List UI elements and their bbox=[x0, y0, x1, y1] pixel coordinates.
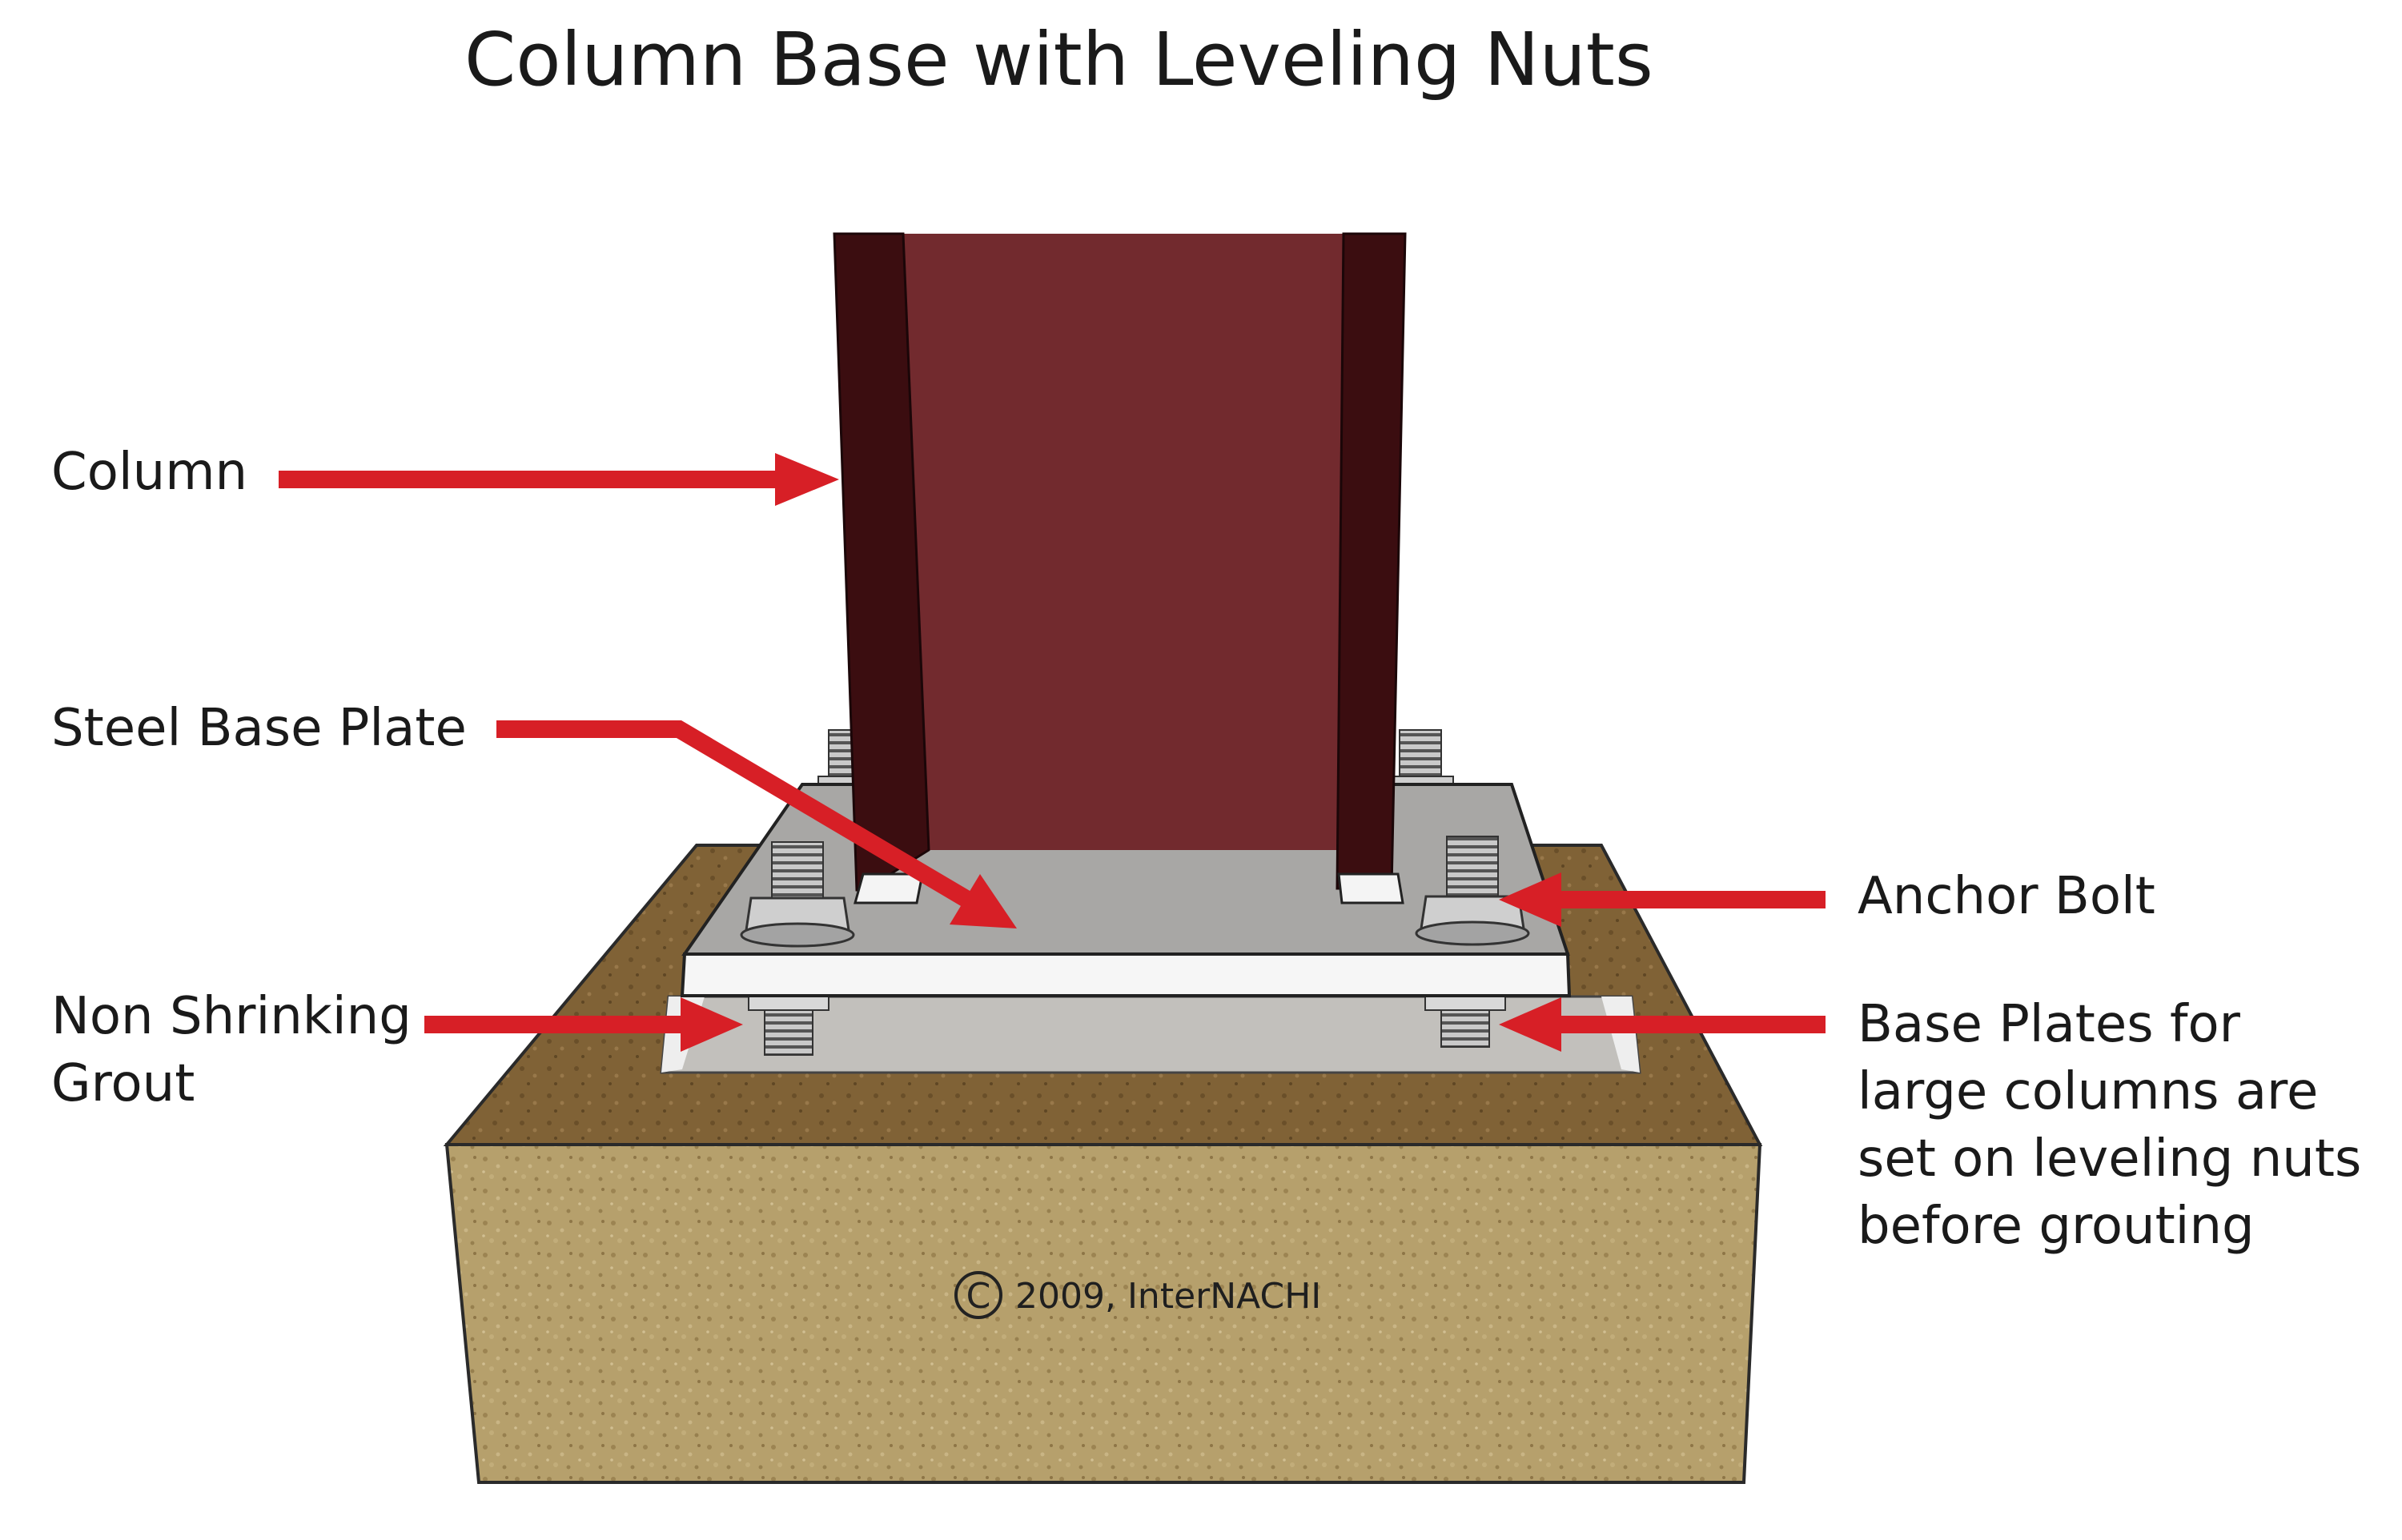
anchor-bolt-front-right bbox=[1415, 836, 1530, 946]
label-column: Column bbox=[51, 439, 247, 506]
arrow-anchor-bolt bbox=[1499, 872, 1826, 927]
copyright-symbol-icon bbox=[954, 1271, 1002, 1319]
label-non-shrinking-grout: Non Shrinking Grout bbox=[51, 983, 412, 1117]
arrow-steel-base-plate bbox=[496, 720, 974, 908]
note-line-3: set on leveling nuts bbox=[1858, 1129, 2362, 1189]
copyright-text: 2009, InterNACHI bbox=[1015, 1276, 1321, 1317]
label-leveling-note: Base Plates for large columns are set on… bbox=[1858, 991, 2361, 1260]
label-grout-line-2: Grout bbox=[51, 1054, 195, 1113]
anchor-bolt-front-left bbox=[740, 841, 855, 948]
arrow-steel-base-plate-head bbox=[950, 874, 1017, 928]
arrow-leveling-nuts bbox=[1499, 997, 1826, 1052]
copyright-mark: C 2009, InterNACHI bbox=[954, 1271, 1321, 1319]
pier-front-face bbox=[444, 1143, 1762, 1484]
label-anchor-bolt: Anchor Bolt bbox=[1858, 863, 2155, 930]
note-line-2: large columns are bbox=[1858, 1062, 2319, 1121]
diagram-title: Column Base with Leveling Nuts bbox=[464, 17, 1653, 102]
label-anchor-bolt-text: Anchor Bolt bbox=[1858, 867, 2155, 926]
column-web bbox=[903, 234, 1368, 850]
label-steel-base-plate-text: Steel Base Plate bbox=[51, 699, 467, 758]
label-steel-base-plate: Steel Base Plate bbox=[51, 695, 467, 762]
copyright-symbol-letter: C bbox=[966, 1276, 991, 1317]
column-flange-left bbox=[833, 232, 930, 892]
note-line-1: Base Plates for bbox=[1858, 995, 2240, 1054]
arrow-grout bbox=[424, 997, 743, 1052]
steel-column bbox=[833, 232, 1407, 904]
plate-front-edge bbox=[680, 952, 1572, 997]
label-column-text: Column bbox=[51, 443, 248, 502]
note-line-4: before grouting bbox=[1858, 1197, 2255, 1256]
label-grout-line-1: Non Shrinking bbox=[51, 987, 412, 1046]
arrow-column bbox=[279, 453, 839, 506]
